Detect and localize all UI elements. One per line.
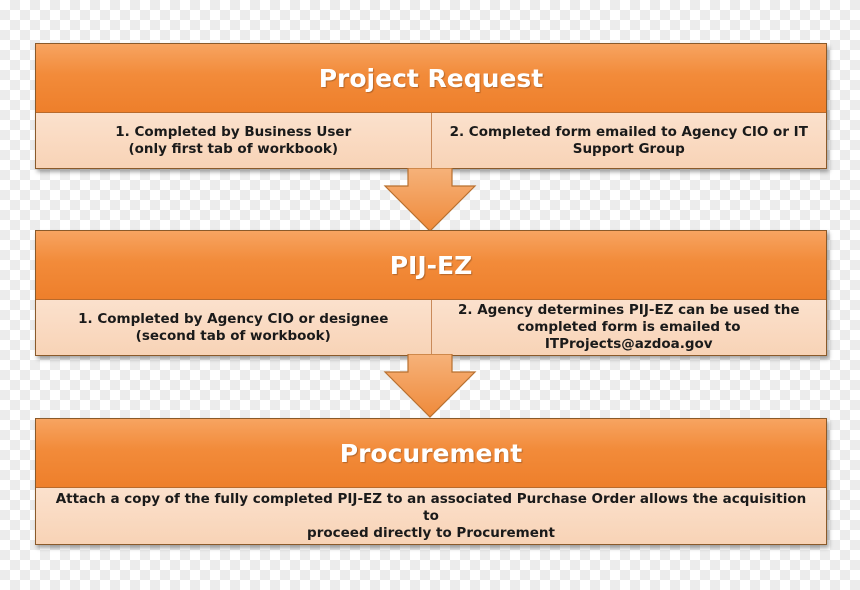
detail-cell: 2. Completed form emailed to Agency CIO … — [430, 113, 826, 168]
down-arrow-icon — [383, 168, 477, 232]
stage-project-request: Project Request 1. Completed by Business… — [35, 43, 827, 169]
detail-cell: 1. Completed by Business User (only firs… — [36, 113, 431, 168]
stage-pij-ez: PIJ-EZ 1. Completed by Agency CIO or des… — [35, 230, 827, 356]
detail-cell: 2. Agency determines PIJ-EZ can be used … — [430, 300, 826, 355]
stage-details: 1. Completed by Agency CIO or designee (… — [36, 300, 826, 355]
down-arrow-icon — [383, 354, 477, 418]
stage-details: Attach a copy of the fully completed PIJ… — [36, 488, 826, 544]
detail-line: 2. Agency determines PIJ-EZ can be used … — [458, 302, 800, 318]
detail-cell: Attach a copy of the fully completed PIJ… — [36, 488, 826, 544]
detail-line: 1. Completed by Business User — [115, 123, 352, 140]
detail-line: Support Group — [572, 140, 685, 157]
stage-title: Procurement — [36, 419, 826, 488]
detail-line: Attach a copy of the fully completed PIJ… — [55, 490, 807, 524]
stage-title: Project Request — [36, 44, 826, 113]
detail-cell: 1. Completed by Agency CIO or designee (… — [36, 300, 431, 355]
detail-line: (second tab of workbook) — [135, 327, 331, 344]
stage-title: PIJ-EZ — [36, 231, 826, 300]
detail-line: completed form is emailed to ITProjects@… — [516, 319, 741, 352]
stage-details: 1. Completed by Business User (only firs… — [36, 113, 826, 168]
detail-line: 2. Completed form emailed to Agency CIO … — [449, 123, 808, 140]
detail-line: (only first tab of workbook) — [128, 140, 339, 157]
stage-procurement: Procurement Attach a copy of the fully c… — [35, 418, 827, 545]
detail-line: 1. Completed by Agency CIO or designee — [78, 310, 389, 327]
detail-line: proceed directly to Procurement — [307, 524, 555, 541]
